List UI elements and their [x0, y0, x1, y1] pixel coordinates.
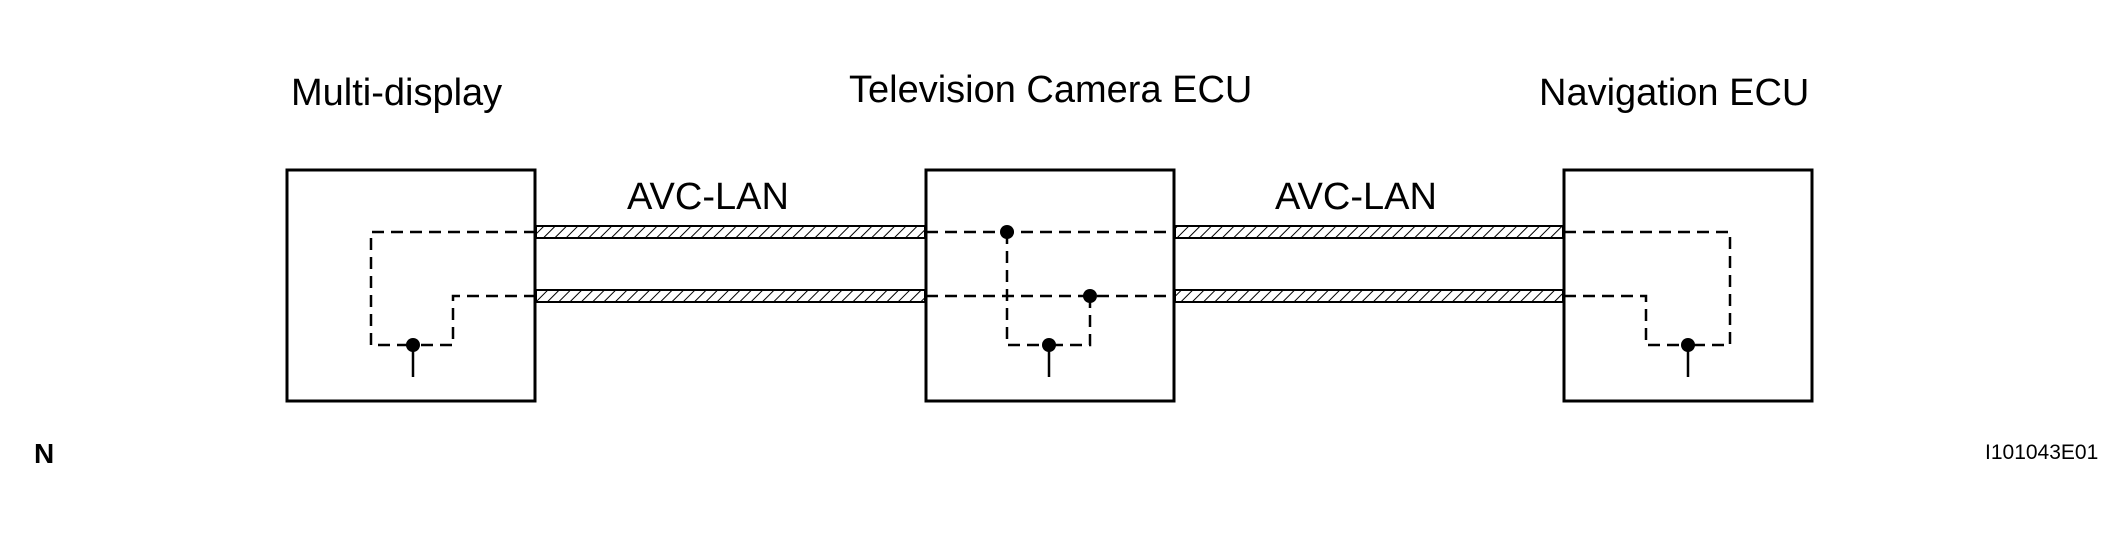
- corner-mark-n: N: [34, 438, 55, 469]
- avc-lan-cable-left: [535, 225, 926, 303]
- navigation-ecu-title: Navigation ECU: [1539, 72, 1810, 114]
- tv-camera-junction-dot-lower: [1083, 289, 1097, 303]
- tv-camera-junction-dot-bottom: [1042, 338, 1056, 352]
- avc-lan-cable-right: [1174, 225, 1564, 303]
- avc-lan-label-right: AVC-LAN: [1275, 176, 1437, 218]
- tv-camera-ecu-box: [924, 168, 1176, 403]
- multi-display-box: [285, 168, 537, 403]
- multi-display-wire-upper: [369, 230, 536, 347]
- figure-id: I101043E01: [1985, 441, 2099, 464]
- navigation-wire-lower: [1564, 294, 1688, 347]
- navigation-wire-upper: [1564, 230, 1732, 347]
- multi-display-title: Multi-display: [291, 72, 503, 114]
- navigation-junction-dot: [1681, 338, 1695, 352]
- multi-display-wire-lower: [413, 294, 536, 347]
- navigation-ecu-box: [1562, 168, 1814, 403]
- avc-lan-label-left: AVC-LAN: [627, 176, 789, 218]
- tv-camera-ecu-title: Television Camera ECU: [849, 69, 1253, 111]
- multi-display-junction-dot: [406, 338, 420, 352]
- tv-camera-junction-dot-upper: [1000, 225, 1014, 239]
- tv-camera-wire-drop-2: [1049, 296, 1092, 347]
- tv-camera-wire-drop-1: [1005, 232, 1049, 347]
